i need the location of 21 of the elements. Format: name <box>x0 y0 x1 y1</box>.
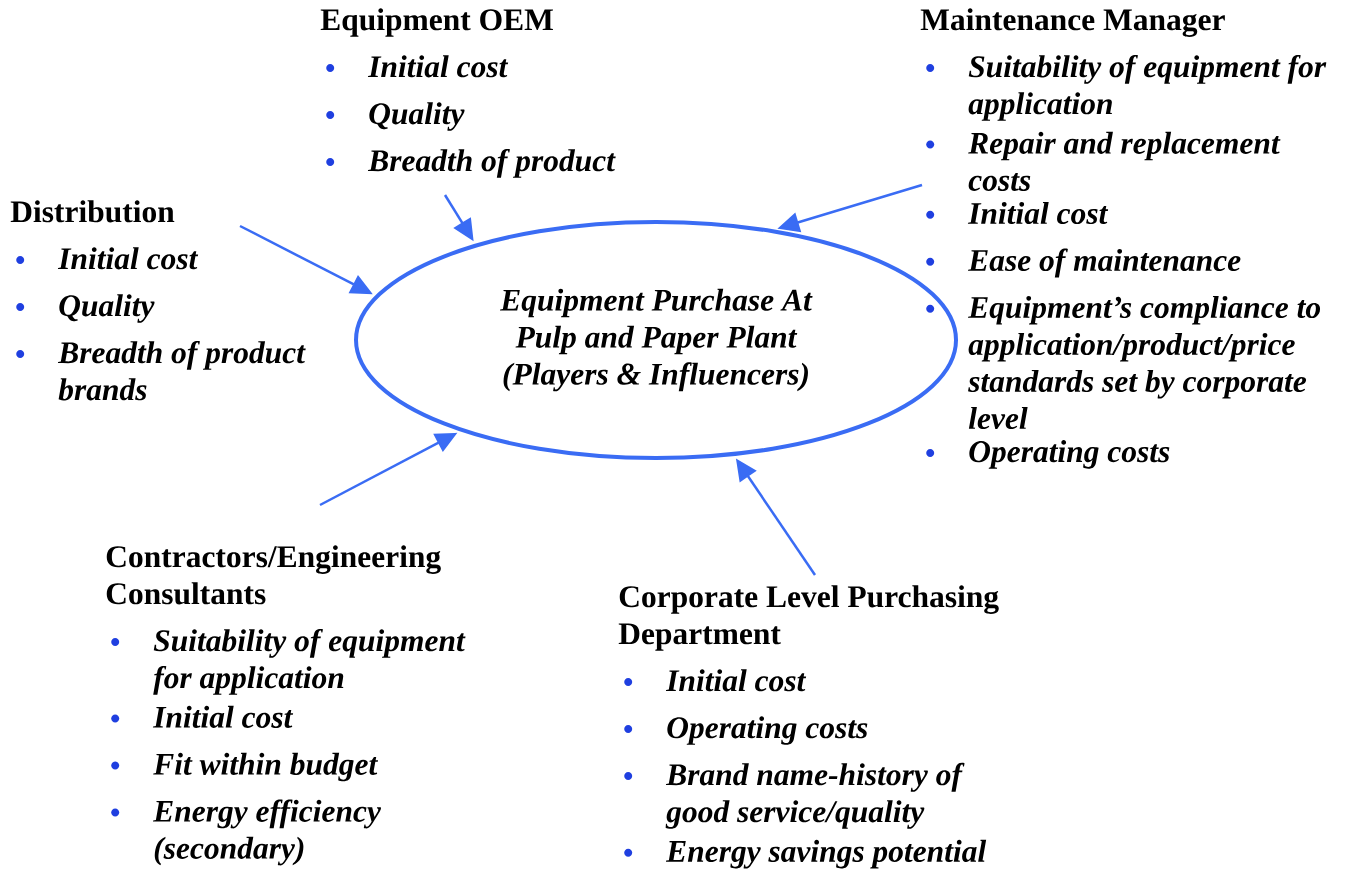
bullet-item: Initial cost <box>624 669 807 692</box>
group-heading: Corporate Level Purchasing Department <box>618 585 999 651</box>
group-heading: Contractors/Engineering Consultants <box>106 545 441 605</box>
bullet-item: Quality <box>16 294 155 323</box>
bullet-item: Suitability of equipment for application <box>111 628 466 695</box>
bullet-item: Initial cost <box>16 247 199 270</box>
bullet-item: Repair and replacement costs <box>926 131 1281 191</box>
bullet-item: Operating costs <box>624 716 868 745</box>
bullet-item: Energy savings potential <box>624 839 987 869</box>
bullet-item: Breadth of product brands <box>16 340 306 401</box>
group-heading: Equipment OEM <box>320 8 553 37</box>
group-heading: Maintenance Manager <box>920 8 1225 37</box>
bullet-item: Breadth of product <box>326 148 616 178</box>
bullet-item: Initial cost <box>111 705 294 728</box>
bullet-item: Suitability of equipment for application <box>926 54 1327 121</box>
bullet-item: Quality <box>326 102 465 131</box>
bullet-item: Fit within budget <box>111 752 379 782</box>
bullet-item: Energy efficiency (secondary) <box>111 799 382 866</box>
bullet-item: Initial cost <box>326 55 509 78</box>
group-heading: Distribution <box>10 200 175 223</box>
bullet-item: Brand name-history of good service/quality <box>624 762 965 829</box>
